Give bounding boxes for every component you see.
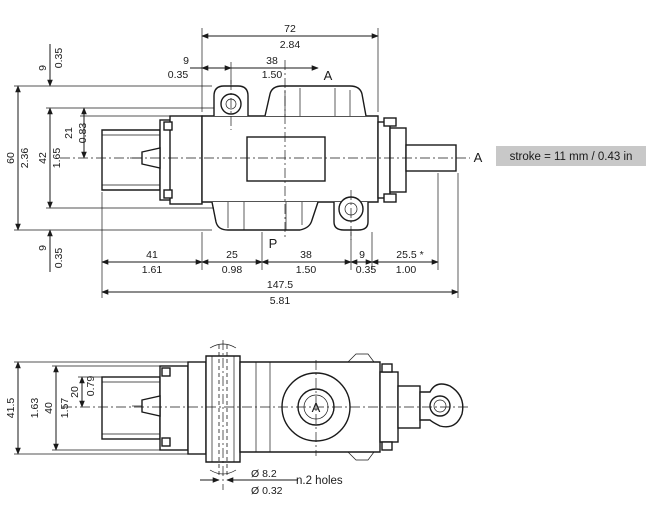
seg3-mm: 38: [300, 249, 312, 261]
total-length-mm: 147.5: [267, 279, 293, 291]
overall-width-in: 2.84: [280, 39, 301, 51]
overall-width-mm: 72: [284, 23, 296, 35]
top-view-body: [101, 85, 457, 231]
inner-height-mm: 42: [37, 152, 49, 164]
dim-overall-width: 72 2.84: [201, 23, 379, 112]
seg2-mm: 25: [226, 249, 238, 261]
side-height-mm: 41.5: [5, 398, 17, 419]
side-height-in: 1.63: [29, 398, 41, 419]
stroke-note: stroke = 11 mm / 0.43 in: [496, 146, 646, 166]
dim-bottom-horizontals: 41 1.61 25 0.98 38 1.50 9 0.35 25.5 * 1.…: [101, 173, 459, 307]
holes-note: n.2 holes: [296, 475, 343, 487]
port-a-top-label: A: [324, 68, 333, 83]
bottom-offset-in: 0.35: [53, 248, 65, 269]
dim-left-verticals: 60 2.36 42 1.65 21 0.83 9 0.35 9 0.35: [5, 44, 214, 272]
seg3-in: 1.50: [296, 264, 317, 276]
side-inner-in: 1.57: [59, 398, 71, 419]
top-offset-in: 0.35: [168, 69, 189, 81]
side-half-in: 0.79: [85, 376, 97, 397]
hole-dim: Ø 8.2 Ø 0.32 n.2 holes: [200, 468, 343, 497]
stroke-note-text: stroke = 11 mm / 0.43 in: [510, 151, 633, 163]
seg5-in: 1.00: [396, 264, 417, 276]
side-view: A 41.5 1.63 40 1.57 20 0.79 Ø 8.2 Ø 0.32: [5, 340, 470, 497]
height-in: 2.36: [19, 148, 31, 169]
inner-height-in: 1.65: [51, 148, 63, 169]
left-offset-in: 0.35: [53, 48, 65, 69]
seg4-in: 0.35: [356, 264, 377, 276]
half-height-mm: 21: [63, 127, 75, 139]
seg2-in: 0.98: [222, 264, 243, 276]
seg4-mm: 9: [359, 249, 365, 261]
bottom-offset-mm: 9: [37, 245, 49, 251]
half-height-in: 0.83: [77, 123, 89, 144]
side-inner-mm: 40: [43, 402, 55, 414]
top-view: 72 2.84 9 0.35 38 1.50 A 60 2.36 42: [5, 23, 646, 307]
port-spacing-in: 1.50: [262, 69, 283, 81]
hole-diameter-mm: Ø 8.2: [251, 468, 277, 480]
side-port-a-label: A: [312, 400, 321, 415]
seg5-mm: 25.5 *: [396, 249, 423, 261]
top-offset-mm: 9: [183, 55, 189, 67]
side-half-mm: 20: [69, 386, 81, 398]
dim-port-spacing: 9 0.35 38 1.50 A: [168, 55, 333, 84]
port-p-label: P: [269, 236, 278, 251]
side-view-body: [101, 343, 464, 478]
port-spacing-mm: 38: [266, 55, 278, 67]
port-a-side-label: A: [474, 150, 483, 165]
seg1-in: 1.61: [142, 264, 163, 276]
left-offset-mm: 9: [37, 65, 49, 71]
height-mm: 60: [5, 152, 17, 164]
seg1-mm: 41: [146, 249, 158, 261]
side-dims: 41.5 1.63 40 1.57 20 0.79: [5, 361, 206, 455]
hole-diameter-in: Ø 0.32: [251, 485, 283, 497]
total-length-in: 5.81: [270, 295, 291, 307]
